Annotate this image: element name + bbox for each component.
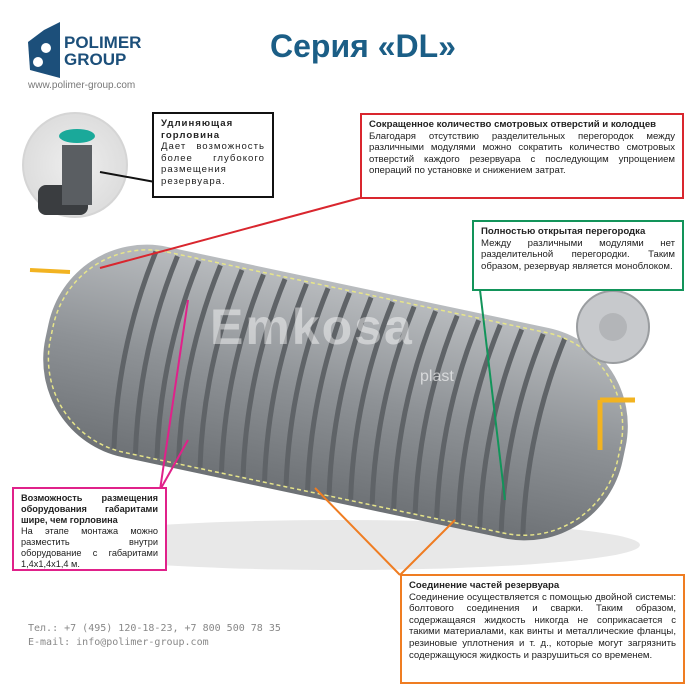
- tank-rib: [520, 337, 568, 537]
- inlet-pipe: [29, 268, 71, 274]
- tank-rib: [391, 310, 438, 509]
- tank-rib: [240, 278, 288, 477]
- contacts: Тел.: +7 (495) 120-18-23, +7 800 500 78 …: [28, 622, 281, 650]
- watermark: Emkosa: [210, 299, 414, 355]
- outlet-pipe: [597, 397, 635, 450]
- leader-partition: [479, 289, 506, 501]
- email[interactable]: E-mail: info@polimer-group.com: [28, 637, 209, 648]
- tank-rib: [154, 259, 202, 459]
- website-url[interactable]: www.polimer-group.com: [28, 80, 136, 91]
- tank-rib: [132, 255, 180, 454]
- tank-rib: [175, 264, 223, 464]
- neck-cap: [59, 129, 95, 143]
- leader-openings: [99, 197, 361, 269]
- tank-rib: [412, 314, 460, 514]
- tank-rib: [348, 300, 395, 500]
- leader-joint: [314, 487, 456, 576]
- callout-openings: Сокращенное количество смотровых отверст…: [360, 113, 684, 199]
- page-title: Серия «DL»: [270, 28, 456, 64]
- phone[interactable]: Тел.: +7 (495) 120-18-23, +7 800 500 78 …: [28, 623, 281, 634]
- tank-rib: [305, 291, 352, 491]
- tank-rib: [111, 250, 159, 450]
- tank-rib: [455, 323, 503, 523]
- tank-rib: [262, 282, 309, 482]
- watermark-sub: plast: [420, 368, 454, 385]
- leader-equipment: [159, 299, 189, 491]
- leader-neck: [99, 171, 156, 183]
- callout-equipment: Возможность размещения оборудования габа…: [12, 487, 167, 571]
- tank-rib: [197, 268, 245, 468]
- tank-rib: [283, 287, 331, 486]
- tank-rib: [218, 273, 266, 473]
- tank-rib: [369, 305, 417, 505]
- tank-rib: [477, 328, 525, 528]
- tank-rib: [498, 333, 546, 532]
- tank-rib: [326, 296, 374, 496]
- tank-body: [43, 244, 628, 541]
- tank-rib: [434, 319, 481, 518]
